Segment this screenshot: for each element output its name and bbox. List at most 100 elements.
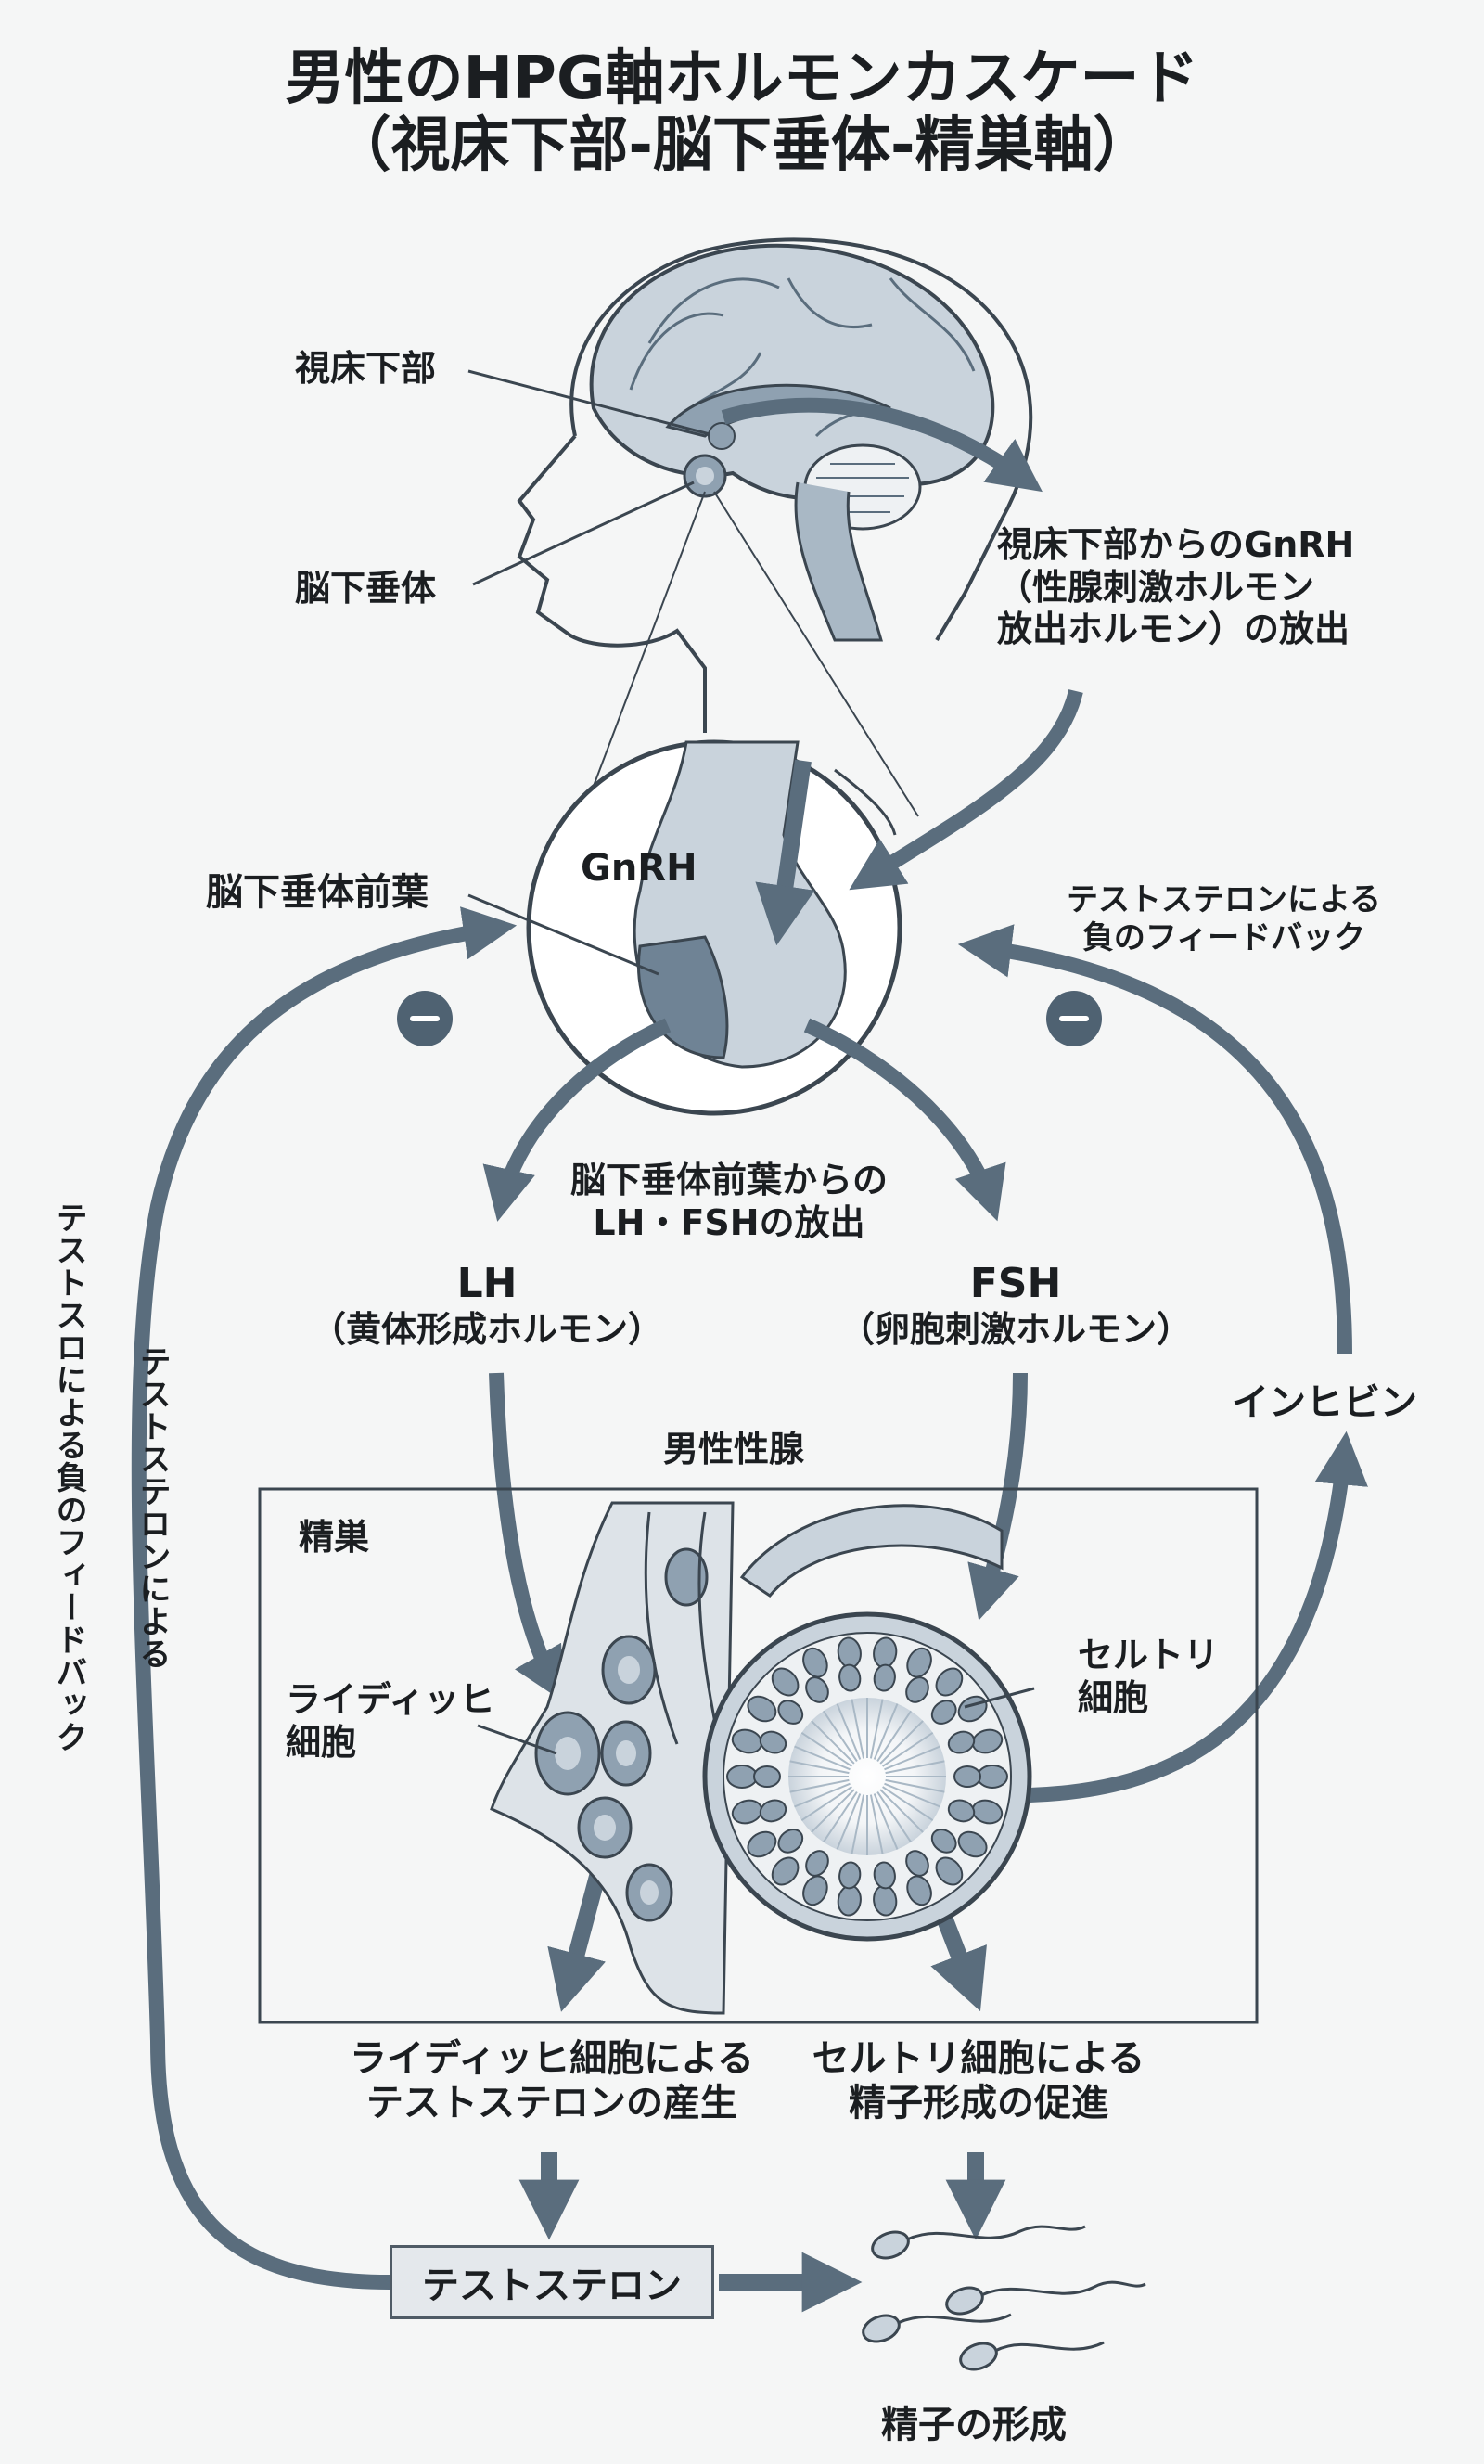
germ-cell — [873, 1663, 896, 1692]
arrow-lh-to-leydig — [489, 1372, 565, 1703]
label-lh: LH （黄体形成ホルモン） — [310, 1260, 663, 1350]
flagella-line — [836, 1703, 862, 1760]
minus-icon — [1046, 991, 1102, 1046]
flagella-line — [876, 1791, 913, 1843]
flagella-line — [882, 1731, 934, 1767]
flagella-line — [822, 1791, 858, 1843]
germ-cell — [771, 1856, 800, 1886]
title-line-2: （視床下部-脳下垂体-精巣軸） — [331, 110, 1153, 180]
germ-cell — [838, 1861, 862, 1890]
flagella-line — [884, 1782, 940, 1808]
germ-cell — [802, 1875, 828, 1906]
label-leydig-cell: ライディッヒ 細胞 — [286, 1679, 495, 1763]
label-inhibin: インヒビン — [1232, 1381, 1417, 1424]
sertoli-pointer — [964, 1687, 1035, 1709]
minus-icon — [397, 991, 453, 1046]
germ-cell — [930, 1700, 957, 1725]
pituitary-zoom-circle — [526, 739, 902, 1116]
page-title: 男性のHPG軸ホルモンカスケード （視床下部-脳下垂体-精巣軸） — [0, 45, 1484, 180]
flagella-line — [873, 1703, 899, 1760]
germ-cell — [935, 1856, 964, 1886]
flagella-line — [800, 1786, 852, 1822]
flagella-line — [882, 1786, 934, 1822]
label-feedback-right: テストステロンによる 負のフィードバック — [1067, 881, 1381, 956]
germ-cell — [947, 1730, 976, 1754]
arrow-fsh-to-sertoli — [967, 1372, 1028, 1621]
label-sperm-formation: 精子の形成 — [881, 2404, 1067, 2446]
brain-icon — [589, 243, 995, 642]
flagella-line — [789, 1778, 850, 1793]
flagella-line — [885, 1760, 945, 1775]
germ-cell — [906, 1647, 932, 1678]
head-silhouette-icon — [517, 237, 1033, 733]
germ-cell — [905, 1850, 929, 1877]
label-leydig-production: ライディッヒ細胞による テストステロンの産生 — [350, 2037, 754, 2124]
germ-cell — [777, 1829, 804, 1854]
arrow-feedback-right — [957, 924, 1352, 1355]
label-feedback-left-b: テストステロンによる — [134, 1345, 171, 1670]
germ-cell — [747, 1830, 777, 1858]
germ-cell — [747, 1695, 777, 1723]
germ-cell — [935, 1667, 964, 1697]
flagella-line — [851, 1699, 865, 1759]
label-fsh: FSH （卵胞刺激ホルモン） — [838, 1260, 1192, 1350]
arrow-gnrh-internal — [755, 759, 815, 946]
germ-cell — [759, 1799, 787, 1823]
flagella-line — [869, 1794, 884, 1854]
label-sertoli-cell: セルトリ 細胞 — [1078, 1635, 1220, 1718]
arrow-lh-release — [482, 1018, 672, 1222]
flagella-line — [876, 1710, 913, 1762]
germ-cell — [953, 1765, 981, 1788]
germ-cell — [805, 1850, 829, 1877]
zoom-line-left — [574, 491, 706, 836]
seminiferous-tubule — [702, 1504, 1032, 1942]
flagella-line — [879, 1720, 924, 1765]
label-gnrh: GnRH — [581, 847, 697, 890]
germ-cell — [838, 1663, 862, 1692]
flagella-line — [885, 1778, 945, 1793]
flagella-line — [794, 1745, 851, 1771]
label-anterior-pituitary: 脳下垂体前葉 — [206, 871, 429, 914]
hypothalamus-pointer — [467, 369, 710, 436]
flagella-line — [836, 1793, 862, 1850]
arrow-gnrh-out — [721, 397, 1043, 493]
flagella-line — [789, 1760, 850, 1775]
flagella-line — [851, 1794, 865, 1854]
sperm-icon — [862, 2225, 1146, 2371]
label-gnrh-release: 視床下部からのGnRH （性腺刺激ホルモン 放出ホルモン）の放出 — [997, 524, 1355, 650]
flagella-line — [879, 1789, 924, 1833]
germ-cell — [977, 1765, 1008, 1789]
leydig-pointer — [477, 1724, 557, 1755]
germ-cell — [805, 1676, 829, 1703]
pituitary-pointer — [472, 481, 695, 586]
label-sertoli-promotion: セルトリ細胞による 精子形成の促進 — [812, 2037, 1145, 2124]
label-testis: 精巣 — [299, 1517, 370, 1558]
testosterone-box: テストステロン — [390, 2245, 714, 2319]
label-male-gonad: 男性性腺 — [663, 1429, 805, 1469]
flagella-line — [822, 1710, 858, 1762]
title-line-1: 男性のHPG軸ホルモンカスケード — [285, 45, 1199, 113]
label-pituitary: 脳下垂体 — [295, 568, 437, 609]
germ-cell — [930, 1829, 957, 1854]
zoom-line-right — [713, 491, 919, 817]
arrow-inhibin — [1029, 1431, 1368, 1803]
arrow-feedback-left — [131, 906, 518, 2290]
flagella-line — [811, 1720, 855, 1765]
testis-box — [258, 1487, 1259, 2024]
arrow-fsh-release — [803, 1018, 1006, 1222]
label-hypothalamus: 視床下部 — [295, 348, 437, 389]
germ-cell — [957, 1830, 988, 1858]
germ-cell — [726, 1765, 758, 1789]
germ-cell — [759, 1730, 787, 1754]
germ-cell — [802, 1647, 828, 1678]
germ-cell — [771, 1667, 800, 1697]
germ-cell — [873, 1861, 896, 1890]
interstitial-tissue — [490, 1501, 735, 2015]
flagella-line — [873, 1793, 899, 1850]
flagella-line — [884, 1745, 940, 1771]
germ-cell — [906, 1875, 932, 1906]
flagella-line — [800, 1731, 852, 1767]
flagella-line — [794, 1782, 851, 1808]
germ-cell — [753, 1765, 781, 1788]
germ-cell — [905, 1676, 929, 1703]
